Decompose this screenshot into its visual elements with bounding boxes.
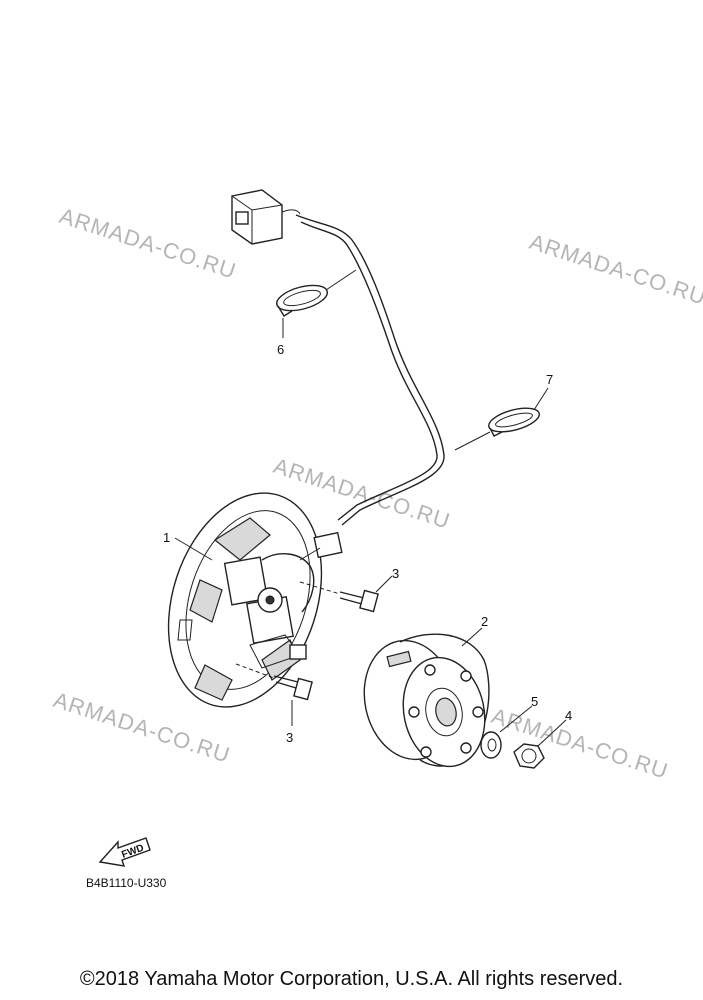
- connector: [231, 189, 301, 245]
- fwd-arrow-icon: FWD: [98, 837, 151, 867]
- callout-2: 2: [481, 614, 488, 629]
- callout-3-upper: 3: [392, 566, 399, 581]
- diagram-code: B4B1110-U330: [86, 876, 167, 890]
- leader-7: [533, 387, 549, 411]
- leader-2: [461, 627, 483, 647]
- leader-5: [499, 705, 533, 733]
- callout-4: 4: [565, 708, 572, 723]
- stator-assembly: [167, 492, 343, 708]
- watermark: ARMADA-CO.RU: [526, 229, 703, 310]
- callout-1: 1: [163, 530, 170, 545]
- watermark: ARMADA-CO.RU: [488, 703, 671, 784]
- callout-3-lower: 3: [286, 730, 293, 745]
- leader-3a: [375, 575, 393, 593]
- leader-4: [537, 719, 567, 747]
- callout-6: 6: [277, 342, 284, 357]
- wire-clamp-7: [454, 407, 540, 451]
- watermark: ARMADA-CO.RU: [56, 203, 239, 284]
- leader-1: [174, 537, 213, 561]
- bolt-upper: [299, 581, 379, 613]
- washer: [480, 731, 502, 759]
- callout-7: 7: [546, 372, 553, 387]
- nut: [513, 743, 545, 769]
- wire-clamp-6: [276, 269, 357, 317]
- copyright-notice: ©2018 Yamaha Motor Corporation, U.S.A. A…: [79, 968, 624, 990]
- bolt-lower: [235, 663, 313, 701]
- wire-harness: [295, 214, 445, 526]
- callout-5: 5: [531, 694, 538, 709]
- flywheel-rotor: [363, 633, 490, 768]
